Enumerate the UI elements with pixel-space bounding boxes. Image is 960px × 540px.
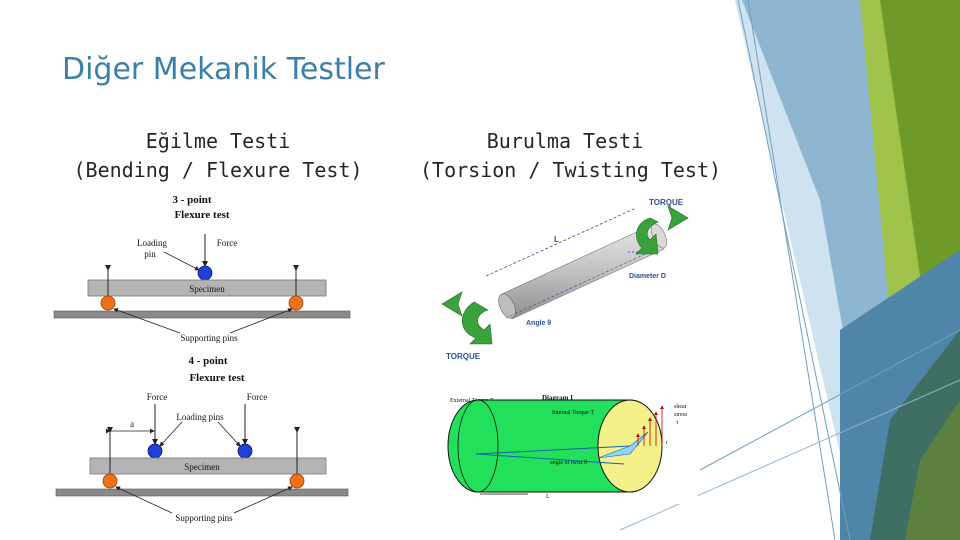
loading-pin-label-1: Loading xyxy=(137,238,167,248)
distance-a-label: a xyxy=(130,419,134,429)
loading-pins-pointer-left xyxy=(159,421,183,447)
supporting-pins-label-2: Supporting pins xyxy=(175,513,233,523)
torque-arrow-top-tip xyxy=(667,205,689,231)
diagram-length-label: L xyxy=(546,494,550,500)
bg-shape-olive xyxy=(905,400,960,540)
torsion-figure: TORQUE TORQUE L Diameter D Angle θ xyxy=(436,192,696,364)
torsion-diagram: Diagram I External Torque T Internal Tor… xyxy=(447,388,698,504)
twist-line xyxy=(505,249,655,319)
torque-bottom-label: TORQUE xyxy=(446,352,481,361)
force-left-label: Force xyxy=(147,392,168,402)
twist-line-diagram xyxy=(475,445,631,455)
shear-stress-label-1: shear xyxy=(674,404,687,410)
bending-heading-tr: Eğilme Testi xyxy=(145,129,291,153)
support-pin-left-2 xyxy=(102,473,118,489)
three-point-title-1: 3 - point xyxy=(172,194,211,206)
cylinder-left-end xyxy=(457,399,499,493)
specimen-label-2: Specimen xyxy=(184,462,220,472)
bg-line-4 xyxy=(619,379,960,531)
radius-label: r xyxy=(666,440,668,446)
force-label: Force xyxy=(217,238,238,248)
support-pointer-right-2 xyxy=(233,486,293,514)
torsion-heading-en: (Torsion / Twisting Test) xyxy=(420,158,722,182)
length-dimension xyxy=(485,207,637,277)
loading-pins-pointer-right xyxy=(217,421,241,447)
loading-pin-left xyxy=(147,443,163,459)
specimen-bar xyxy=(87,279,327,297)
supporting-pins-label: Supporting pins xyxy=(180,333,238,343)
bg-line-2 xyxy=(747,0,836,540)
support-pin-left xyxy=(100,295,116,311)
bg-shape-darkgreen xyxy=(880,0,960,310)
diagram-title: Diagram I xyxy=(542,394,573,402)
shear-stress-label-2: stress xyxy=(674,412,688,418)
shear-stress-label-3: τ xyxy=(676,420,679,426)
support-pin-right xyxy=(288,295,304,311)
torque-arrow-bottom xyxy=(461,301,493,345)
bending-heading-en: (Bending / Flexure Test) xyxy=(73,158,363,182)
cylinder-end-left xyxy=(498,293,516,319)
three-point-title-2: Flexure test xyxy=(174,209,229,221)
support-pin-right-2 xyxy=(289,473,305,489)
torque-arrow-bottom-tip xyxy=(441,291,463,317)
loading-pin-pointer xyxy=(163,251,200,271)
base-plate-2 xyxy=(55,488,349,497)
four-point-title-1: 4 - point xyxy=(188,355,227,367)
twist-line-end xyxy=(475,453,625,465)
diameter-label: Diameter D xyxy=(629,273,666,280)
torsion-heading: Burulma Testi (Torsion / Twisting Test) xyxy=(420,127,722,185)
angle-label: Angle θ xyxy=(526,320,551,327)
loading-pins-label: Loading pins xyxy=(176,412,224,422)
slide-title: Diğer Mekanik Testler xyxy=(62,52,385,87)
bg-line-3 xyxy=(699,329,960,471)
support-pointer-right xyxy=(229,308,293,334)
four-point-title-2: Flexure test xyxy=(189,372,244,384)
force-right-label: Force xyxy=(247,392,268,402)
support-pointer-left xyxy=(113,308,181,334)
loading-pin-label-2: pin xyxy=(144,249,156,259)
support-pointer-left-2 xyxy=(115,486,173,514)
torque-top-label: TORQUE xyxy=(649,198,684,207)
loading-pin-right xyxy=(237,443,253,459)
loading-pin xyxy=(197,265,213,281)
specimen-label: Specimen xyxy=(189,284,225,294)
base-plate xyxy=(53,310,351,319)
bending-figure: 3 - point Flexure test Loading pin Force… xyxy=(52,190,352,530)
bending-heading: Eğilme Testi (Bending / Flexure Test) xyxy=(60,127,376,185)
angle-of-twist-label: angle of twist θ xyxy=(550,459,587,466)
bg-line-1 xyxy=(737,0,851,540)
length-label: L xyxy=(554,235,559,244)
torque-arrow-top xyxy=(635,217,659,255)
internal-torque-label: Internal Torque T xyxy=(552,410,594,416)
twist-wedge xyxy=(597,431,649,459)
torsion-heading-tr: Burulma Testi xyxy=(486,129,644,153)
specimen-bar-2 xyxy=(89,457,327,475)
